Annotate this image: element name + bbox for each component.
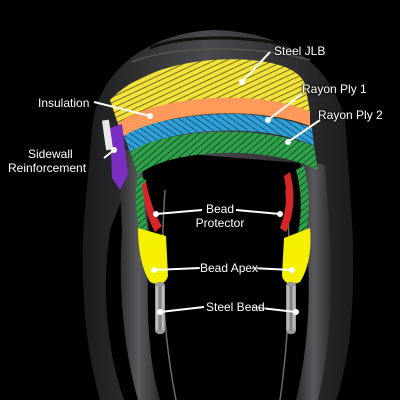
rayon-ply-2-layer: [130, 131, 318, 175]
leader-insulation: [93, 101, 151, 117]
leader-steel-bead-l: [159, 306, 205, 313]
steel-bead-left: [155, 282, 165, 334]
bead-protector-left: [142, 182, 162, 232]
ply-turnup-right: [296, 166, 309, 234]
insulation-layer: [118, 97, 310, 136]
leader-bead-protector-l: [155, 209, 203, 215]
sidewall-left-inner: [118, 150, 160, 400]
label-bead-apex: Bead Apex: [200, 261, 259, 275]
label-sidewall-line1: Sidewall: [28, 147, 73, 161]
leader-rayon-ply-2: [287, 119, 321, 143]
label-rayon-ply-2: Rayon Ply 2: [318, 108, 383, 122]
tread-groove: [149, 36, 291, 50]
leader-bead-protector-r: [235, 209, 281, 215]
label-insulation: Insulation: [38, 96, 90, 110]
leader-bead-apex-l: [153, 267, 201, 271]
label-steel-jlb: Steel JLB: [274, 44, 326, 58]
bead-protector-right: [280, 172, 294, 232]
rayon-ply-1-layer: [124, 114, 314, 152]
label-sidewall-line2: Reinforcement: [8, 161, 87, 175]
label-bead-protector-line2: Protector: [195, 216, 245, 230]
steel-bead-right: [286, 282, 296, 334]
steel-jlb-layer: [110, 59, 310, 124]
tread-groove: [131, 48, 311, 63]
leader-steel-jlb: [241, 51, 271, 83]
ply-turnup-left: [135, 175, 148, 232]
bead-apex-right: [282, 228, 311, 284]
sidewall-white-strip: [101, 119, 114, 151]
leader-bead-apex-r: [251, 267, 293, 271]
label-rayon-ply-1: Rayon Ply 1: [302, 82, 367, 96]
leader-rayon-ply-1: [267, 93, 303, 121]
label-steel-bead: Steel Bead: [206, 300, 265, 314]
label-bead-protector-line1: Bead: [205, 202, 235, 216]
sidewall-reinforcement: [110, 124, 128, 190]
leader-lines: [93, 51, 321, 313]
leader-steel-bead-r: [251, 306, 297, 313]
